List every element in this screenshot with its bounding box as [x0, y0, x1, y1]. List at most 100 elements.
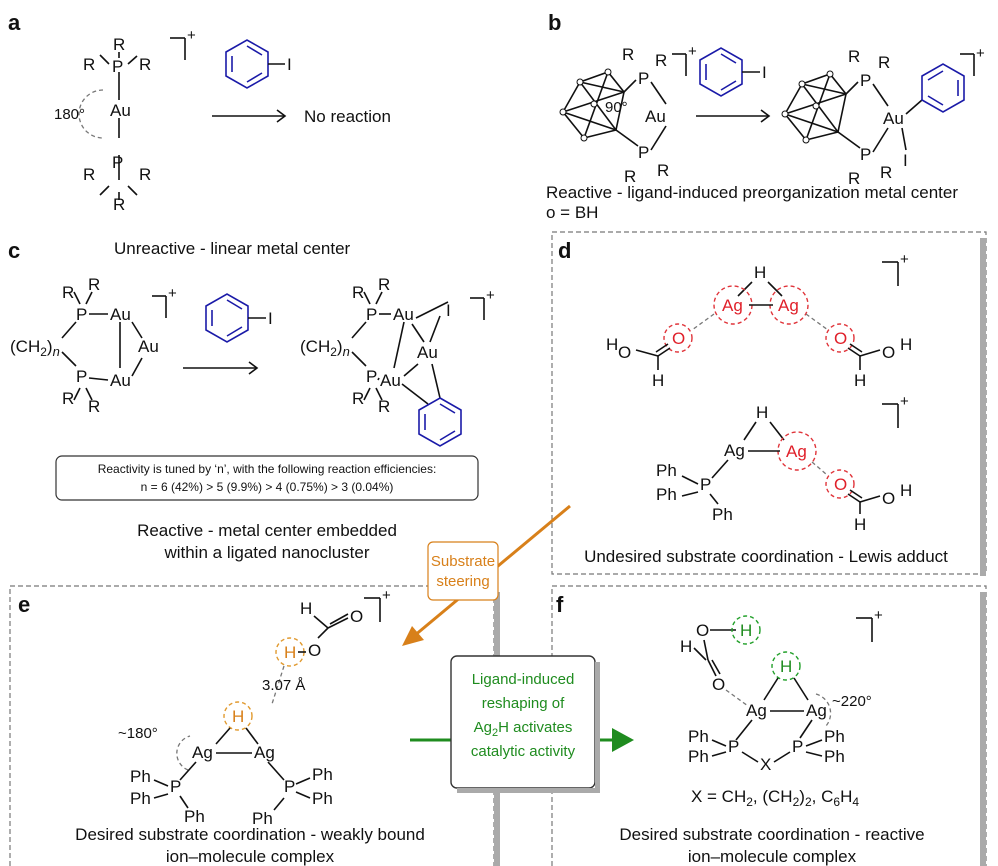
atom-H: H: [606, 335, 618, 354]
atom-R: R: [352, 389, 364, 408]
atom-P: P: [638, 143, 649, 162]
panel-d: d + H Ag Ag O O O H H O H H + H Ag Ag P …: [551, 231, 987, 576]
atom-R: R: [62, 283, 74, 302]
atom-Ag: Ag: [724, 441, 745, 460]
substrate-steering-box: [427, 541, 499, 601]
atom-Ph: Ph: [184, 807, 205, 826]
atom-H: H: [854, 515, 866, 534]
panel-b-legend: o = BH: [546, 203, 598, 222]
atom-O: O: [672, 329, 685, 348]
panel-d-caption: Undesired substrate coordination - Lewis…: [584, 547, 948, 566]
atom-R: R: [83, 55, 95, 74]
atom-R: R: [62, 389, 74, 408]
atom-H: H: [900, 481, 912, 500]
atom-H: H: [854, 371, 866, 390]
atom-R: R: [848, 47, 860, 66]
charge-plus: +: [874, 607, 883, 624]
atom-Au: Au: [380, 371, 401, 390]
atom-H: H: [754, 263, 766, 282]
atom-Ph: Ph: [656, 485, 677, 504]
atom-O: O: [308, 641, 321, 660]
charge-plus: +: [900, 393, 909, 410]
alkyl-chain: (CH2)n: [300, 337, 350, 359]
no-reaction-text: No reaction: [304, 107, 391, 126]
atom-P: P: [700, 475, 711, 494]
atom-P: P: [860, 71, 871, 90]
steering-line1: Substrate: [431, 553, 495, 570]
atom-R: R: [113, 35, 125, 54]
atom-P: P: [76, 367, 87, 386]
atom-Au: Au: [110, 371, 131, 390]
panel-f-border: [551, 585, 987, 866]
atom-O: O: [882, 343, 895, 362]
atom-Ph: Ph: [824, 727, 845, 746]
charge-plus: +: [900, 251, 909, 268]
ligand-reshaping-arrow: Ligand-induced reshaping of Ag2H activat…: [410, 655, 634, 793]
iodobenzene: I: [225, 39, 292, 89]
atom-I: I: [903, 151, 908, 170]
steering-line2: steering: [436, 573, 489, 590]
atom-Ph: Ph: [824, 747, 845, 766]
atom-Ag: Ag: [722, 296, 743, 315]
atom-I: I: [287, 55, 292, 74]
atom-Au: Au: [883, 109, 904, 128]
panel-e-caption-1: Desired substrate coordination - weakly …: [75, 825, 425, 844]
x-definition: X = CH2, (CH2)2, C6H4: [691, 787, 859, 809]
panel-a: a R R R P Au P R R R 180° + I No reactio…: [8, 10, 391, 258]
charge-plus: +: [976, 45, 985, 62]
panel-b-caption: Reactive - ligand-induced preorganizatio…: [546, 183, 958, 202]
atom-P: P: [638, 69, 649, 88]
charge-plus: +: [486, 287, 495, 304]
atom-P: P: [112, 57, 123, 76]
panel-b: b P P Au R R R R 90° + I: [546, 10, 985, 222]
reshape-line4: catalytic activity: [471, 743, 576, 760]
atom-R: R: [848, 169, 860, 188]
atom-Ag: Ag: [786, 442, 807, 461]
efficiency-note-line2: n = 6 (42%) > 5 (9.9%) > 4 (0.75%) > 3 (…: [141, 480, 394, 494]
atom-P: P: [170, 777, 181, 796]
atom-H: H: [300, 599, 312, 618]
charge-plus: +: [187, 27, 196, 44]
atom-H: H: [900, 335, 912, 354]
atom-Ph: Ph: [656, 461, 677, 480]
atom-R: R: [88, 275, 100, 294]
panel-c-label: c: [8, 238, 20, 263]
atom-Ag: Ag: [254, 743, 275, 762]
panel-e-caption-2: ion–molecule complex: [166, 847, 335, 866]
atom-Au: Au: [110, 305, 131, 324]
atom-Au: Au: [645, 107, 666, 126]
atom-H: H: [284, 643, 296, 662]
panel-c-caption-1: Reactive - metal center embedded: [137, 521, 397, 540]
atom-R: R: [378, 397, 390, 416]
atom-P: P: [366, 305, 377, 324]
reshape-line2: reshaping of: [482, 695, 565, 712]
atom-Ag: Ag: [778, 296, 799, 315]
atom-Ag: Ag: [192, 743, 213, 762]
atom-O: O: [350, 607, 363, 626]
atom-O: O: [834, 329, 847, 348]
atom-P: P: [728, 737, 739, 756]
atom-O: O: [696, 621, 709, 640]
efficiency-note-line1: Reactivity is tuned by ‘n’, with the fol…: [98, 462, 437, 476]
atom-R: R: [622, 45, 634, 64]
atom-Ag: Ag: [806, 701, 827, 720]
atom-Ph: Ph: [688, 727, 709, 746]
atom-P: P: [366, 367, 377, 386]
atom-R: R: [83, 165, 95, 184]
atom-O: O: [834, 475, 847, 494]
panel-e-label: e: [18, 592, 30, 617]
atom-H: H: [740, 621, 752, 640]
atom-R: R: [624, 167, 636, 186]
angle-label: ~220°: [832, 693, 872, 710]
atom-P: P: [284, 777, 295, 796]
atom-Ph: Ph: [688, 747, 709, 766]
atom-Au: Au: [393, 305, 414, 324]
atom-R: R: [113, 195, 125, 214]
atom-Ph: Ph: [252, 809, 273, 828]
atom-H: H: [756, 403, 768, 422]
atom-Ph: Ph: [712, 505, 733, 524]
iodobenzene: I: [699, 47, 767, 97]
atom-R: R: [655, 51, 667, 70]
atom-Ph: Ph: [312, 765, 333, 784]
